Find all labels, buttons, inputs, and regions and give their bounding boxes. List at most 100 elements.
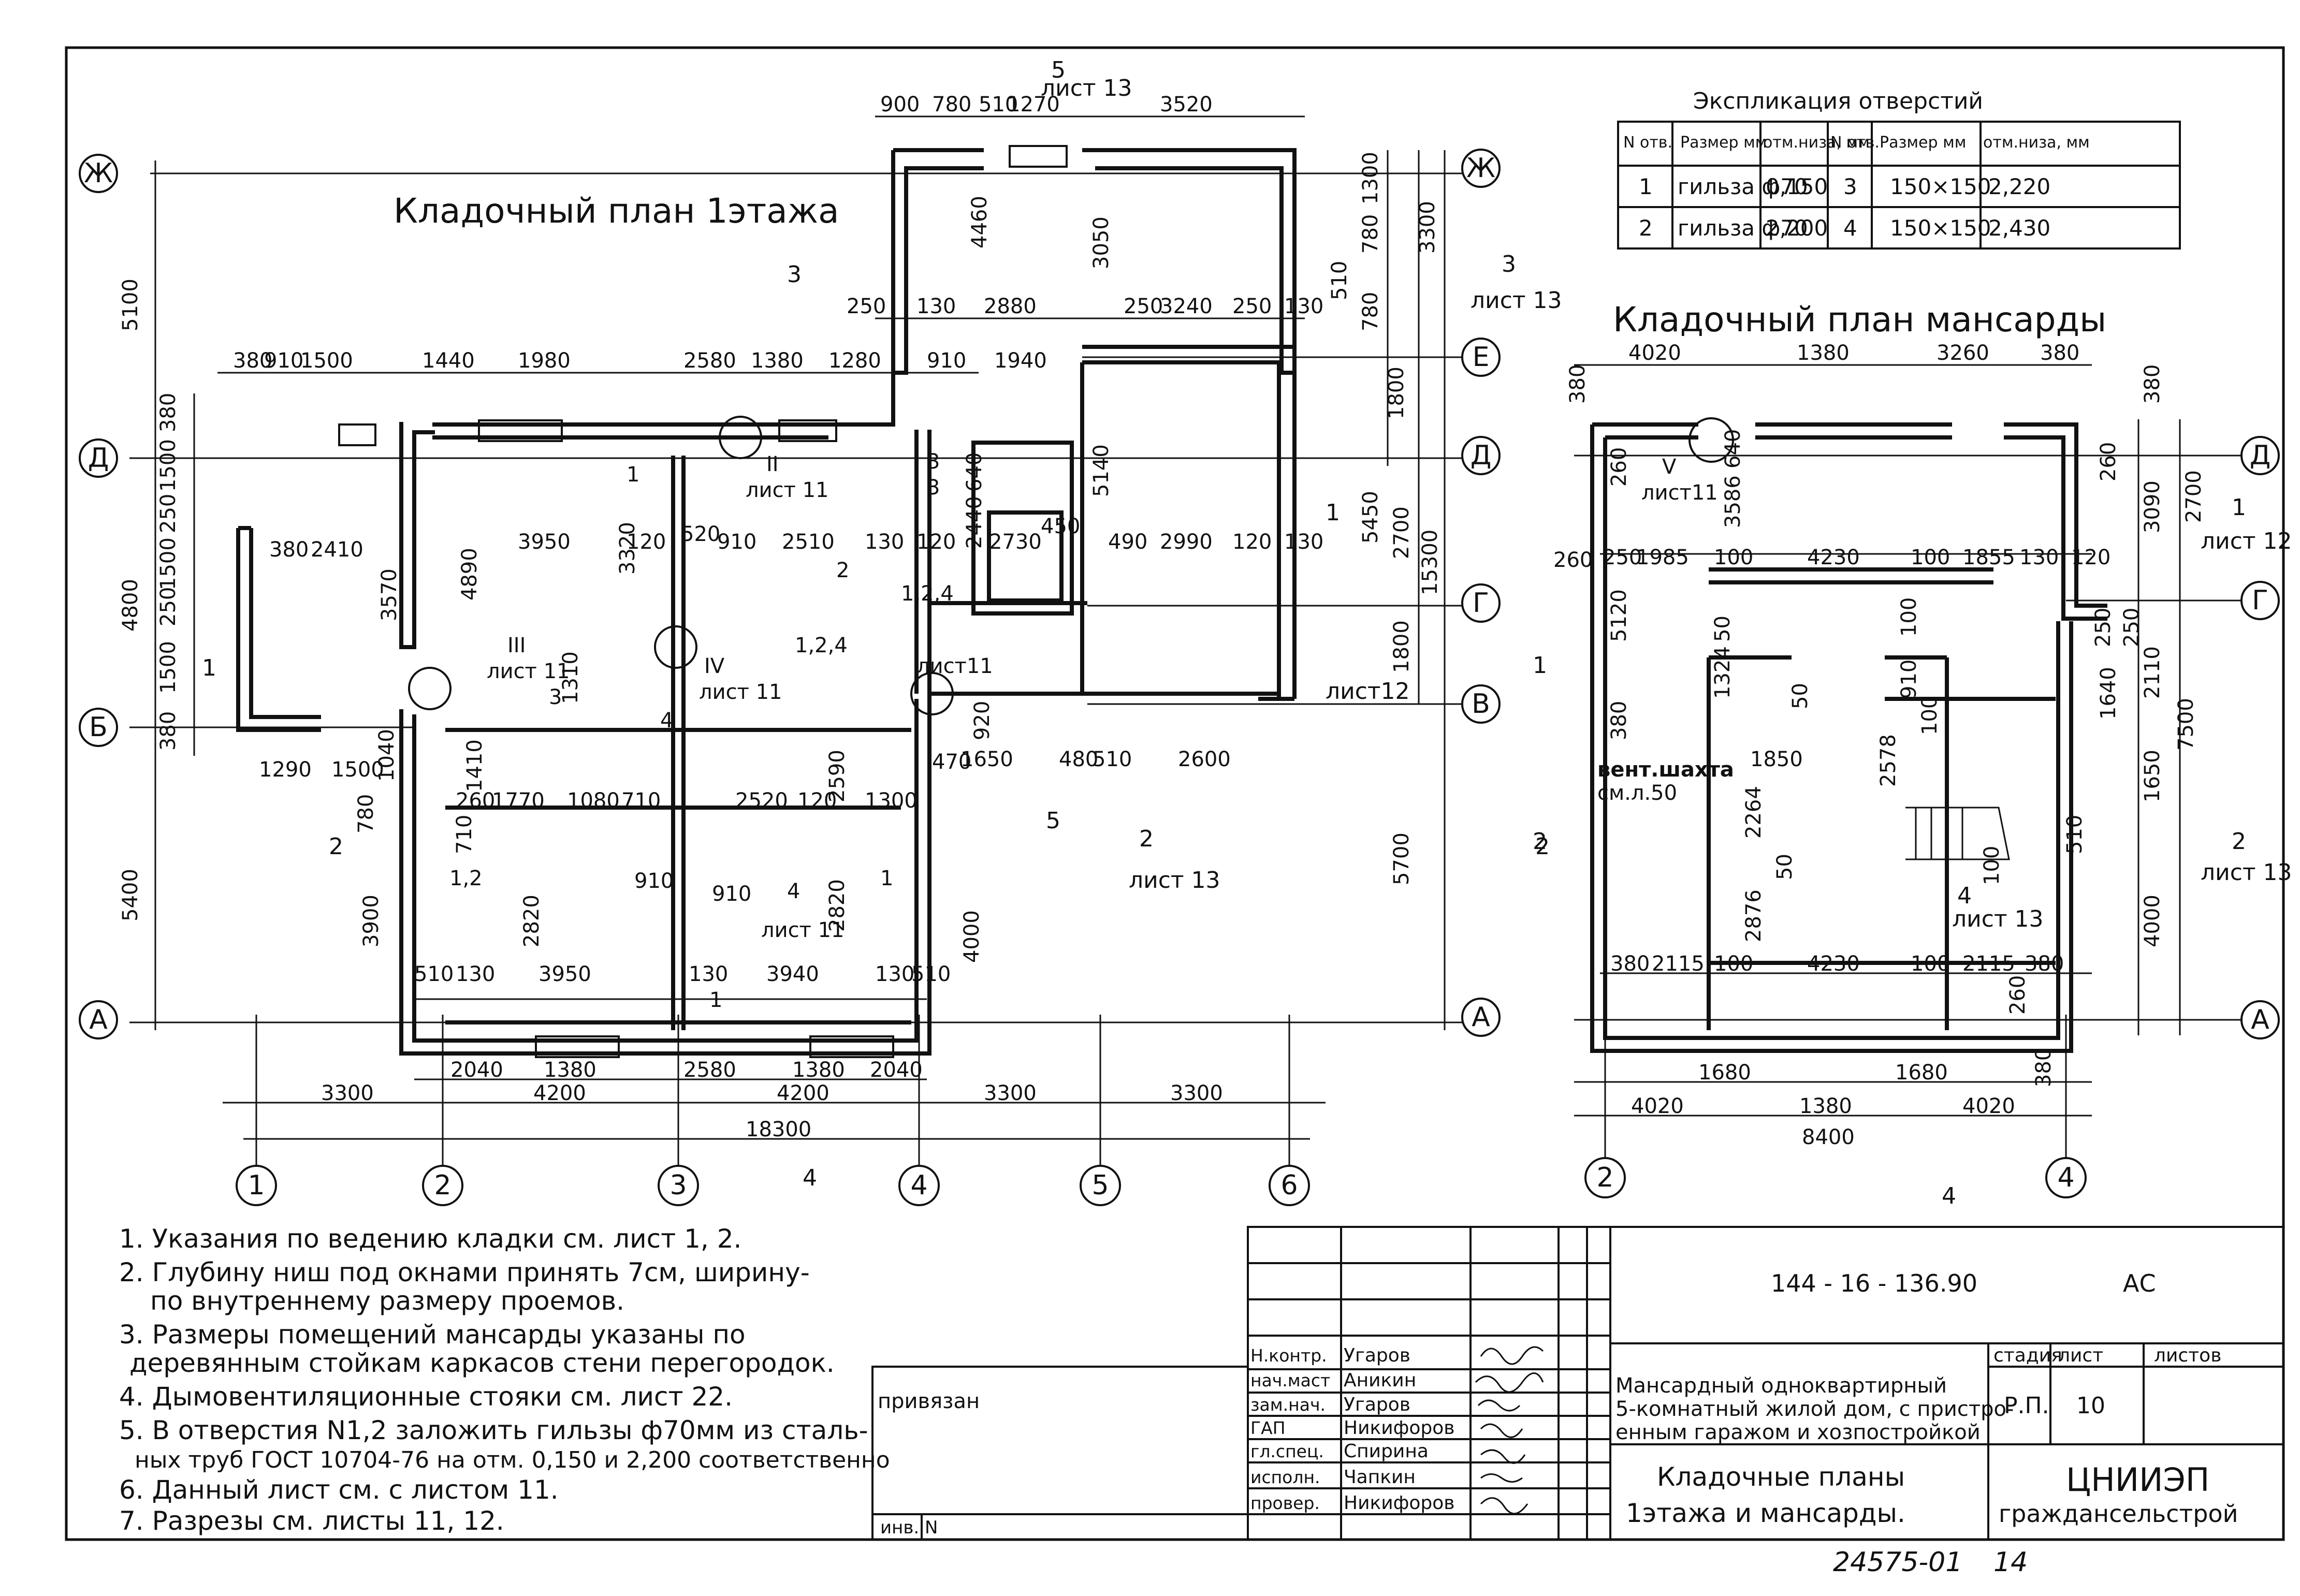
stamp-inv: инв. N: [880, 1517, 938, 1538]
openings-schedule: Экспликация отверстий N отв. Размер мм о…: [1617, 88, 2181, 250]
dim-label: 3900: [359, 895, 383, 947]
dim-label: 260: [2097, 442, 2120, 481]
dim-label: 3300: [1416, 201, 1439, 254]
dim-label: 2264: [1742, 786, 1766, 839]
opening-mark: 1,2,4: [795, 634, 848, 657]
dim-label: 910: [712, 882, 751, 906]
dim-label: 100: [1714, 546, 1753, 569]
table-cell: 2,430: [1988, 215, 2050, 241]
dim-label: 120: [916, 530, 956, 554]
opening-mark: 1: [880, 867, 893, 890]
opening-mark: 4: [660, 709, 673, 733]
schedule-header: отм.низа, мм: [1983, 134, 2090, 152]
dim-label: 1380: [751, 349, 804, 373]
dim-label: 2730: [989, 530, 1042, 554]
dim-label: 3050: [1089, 216, 1113, 269]
plan1-cut-markers: 5 лист 13 3 лист 13 3 1 лист12 1 1 2 2 л…: [202, 57, 1562, 1191]
stamp-role: гл.спец.: [1250, 1441, 1324, 1461]
dim-label: 1650: [2141, 750, 2164, 802]
plan-attic: Кладочный план мансарды: [1535, 300, 2292, 1209]
note-line: 6. Данный лист см. с листом 11.: [119, 1475, 559, 1505]
plan1-walls: [236, 148, 1297, 1056]
dim-label: 1640: [2097, 667, 2120, 720]
dim-label: 2115: [1962, 952, 2015, 976]
general-notes: 1. Указания по ведению кладки см. лист 1…: [119, 1224, 890, 1536]
svg-text:5: 5: [1091, 1170, 1109, 1201]
stamp-names: Угаров Аникин Угаров Никифоров Спирина Ч…: [1344, 1345, 1455, 1514]
cut-label: лист12: [1326, 678, 1410, 705]
stamp-name: Угаров: [1344, 1394, 1410, 1415]
project-line: Мансардный одноквартирный: [1615, 1374, 1947, 1398]
dim-label: 910: [717, 530, 756, 554]
dim-label: 910: [927, 349, 966, 373]
stamp-org: ЦНИИЭП: [2066, 1461, 2209, 1499]
axis-bubble: Д: [79, 438, 118, 478]
dim-label: 250: [1603, 546, 1642, 569]
opening-mark: 3: [927, 476, 940, 500]
dim-label: 3950: [538, 962, 591, 986]
dim-label: 780: [932, 93, 971, 116]
plan2-labels: V лист11 вент.шахта см.л.50 4 лист 13 1 …: [1535, 455, 2292, 1209]
dim-label: 3320: [616, 522, 639, 575]
dim-label: 510: [911, 962, 951, 986]
sheet-title-line: 1этажа и мансарды.: [1626, 1498, 1905, 1528]
opening-mark: 2: [836, 559, 849, 582]
dim-label: 2410: [311, 538, 363, 562]
dim-label: 910: [264, 349, 303, 373]
svg-text:2: 2: [1596, 1162, 1613, 1193]
dim-label: 1500: [156, 537, 180, 590]
stamp-sheet: 10: [2076, 1393, 2105, 1419]
dim-label: 380: [1566, 364, 1590, 404]
opening-mark: 4: [787, 880, 800, 903]
plan2-stair: [1905, 807, 2010, 860]
axis-bubble: 4: [898, 1165, 940, 1206]
stamp-code: 144 - 16 - 136.90: [1771, 1269, 1977, 1297]
cut-label: лист 13: [1041, 75, 1132, 101]
dim-label: 900: [880, 93, 920, 116]
plan1-row2-dims: 250 130 2880 250 3240 250 130: [847, 295, 1323, 318]
stamp-signatures: [1475, 1346, 1544, 1515]
dim-label: 520: [681, 522, 720, 546]
dim-label: 4230: [1807, 546, 1860, 569]
sheet-title-line: Кладочные планы: [1657, 1462, 1905, 1492]
dim-label: 4200: [533, 1081, 586, 1105]
dim-label: 780: [1359, 214, 1382, 254]
dim-label: 380: [269, 538, 309, 562]
axis-bubble: Б: [79, 708, 118, 747]
dim-label: 250: [156, 494, 180, 533]
dim-label: 2510: [782, 530, 835, 554]
svg-text:Г: Г: [1473, 588, 1489, 619]
dim-label: 250: [156, 587, 180, 626]
axis-bubble: В: [1461, 684, 1501, 724]
dim-label: 1500: [300, 349, 353, 373]
cut-label: 2: [1139, 826, 1154, 852]
dim-label: 1980: [518, 349, 571, 373]
dim-label: 1300: [865, 789, 918, 813]
dim-label: 15300: [1418, 530, 1442, 595]
plan1-top-dims: 900 780 510 1270 3520: [880, 93, 1213, 116]
dim-label: 260: [1553, 548, 1593, 572]
dim-label: 1300: [1359, 152, 1382, 204]
dim-label: 1680: [1895, 1061, 1948, 1085]
dim-label: 5140: [1089, 444, 1113, 497]
dim-label: 100: [1714, 952, 1753, 976]
stage-header: стадия: [1993, 1345, 2062, 1366]
dim-label: 5400: [119, 869, 142, 921]
dim-label: 3300: [1170, 1081, 1223, 1105]
opening-mark: 3: [549, 685, 562, 709]
dim-label: 3090: [2141, 480, 2164, 533]
svg-text:А: А: [89, 1004, 108, 1035]
dim-label: 380: [2032, 1048, 2056, 1087]
svg-text:4: 4: [2057, 1162, 2074, 1193]
project-line: 5-комнатный жилой дом, с пристро-: [1615, 1397, 2014, 1421]
dim-label: 1985: [1636, 546, 1689, 569]
dim-label: 120: [627, 530, 666, 554]
plan1-axis-numbers: 1 2 3 4 5 6: [236, 1165, 1310, 1206]
dim-label: 250: [2120, 608, 2144, 647]
dim-label: 1280: [828, 349, 881, 373]
dim-label: 1380: [1799, 1094, 1852, 1118]
stamp-privyazan: привязан: [878, 1389, 980, 1413]
dim-label: 2040: [870, 1058, 923, 1082]
dim-label: 4020: [1962, 1094, 2015, 1118]
plan2-axis-bubbles: Д Г А 2 4: [1584, 436, 2280, 1198]
